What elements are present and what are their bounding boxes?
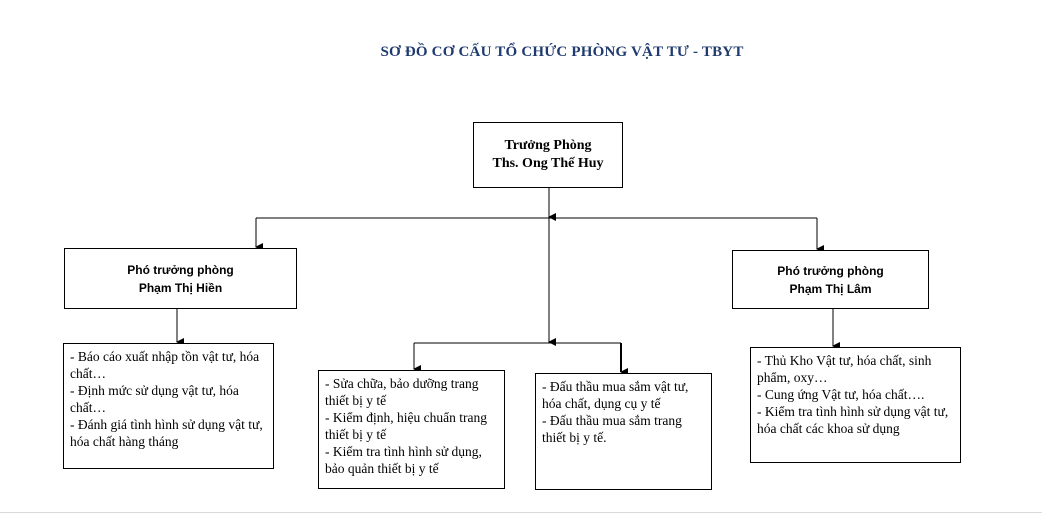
page-divider — [0, 512, 1042, 513]
duty-item: - Đánh giá tình hình sử dụng vật tư, hóa… — [70, 417, 263, 449]
head-box: Trưởng Phòng Ths. Ong Thế Huy — [473, 122, 623, 188]
deputy-right-name: Phạm Thị Lâm — [789, 281, 872, 296]
duty-item: - Định mức sử dụng vật tư, hóa chất… — [70, 383, 239, 415]
deputy-right-box: Phó trưởng phòng Phạm Thị Lâm — [732, 250, 929, 309]
deputy-right-role: Phó trưởng phòng — [777, 263, 884, 278]
diagram-title: SƠ ĐỒ CƠ CẤU TỔ CHỨC PHÒNG VẬT TƯ - TBYT — [380, 44, 744, 60]
duty-item: - Kiểm tra tình hình sử dụng, bảo quản t… — [325, 444, 482, 476]
head-name: Ths. Ong Thế Huy — [492, 156, 604, 171]
duty-item: - Thủ Kho Vật tư, hóa chất, sinh phẩm, o… — [757, 353, 932, 385]
duty-item: - Cung ứng Vật tư, hóa chất…. — [757, 387, 925, 402]
deputy-left-name: Phạm Thị Hiền — [138, 280, 223, 295]
deputy-left-role: Phó trưởng phòng — [127, 262, 234, 277]
duty-item: - Kiểm định, hiệu chuẩn trang thiết bị y… — [325, 410, 487, 442]
center-left-duties-box: - Sửa chữa, bảo dưỡng trang thiết bị y t… — [318, 370, 505, 489]
center-right-duties-box: - Đấu thầu mua sắm vật tư, hóa chất, dụn… — [535, 373, 712, 490]
deputy-right-duties-box: - Thủ Kho Vật tư, hóa chất, sinh phẩm, o… — [750, 347, 961, 463]
duty-item: - Sửa chữa, bảo dưỡng trang thiết bị y t… — [325, 376, 479, 408]
duty-item: - Đấu thầu mua sắm vật tư, hóa chất, dụn… — [542, 379, 689, 411]
deputy-left-box: Phó trưởng phòng Phạm Thị Hiền — [64, 248, 297, 309]
duty-item: - Báo cáo xuất nhập tồn vật tư, hóa chất… — [70, 349, 260, 381]
deputy-left-duties-box: - Báo cáo xuất nhập tồn vật tư, hóa chất… — [63, 343, 274, 469]
head-role: Trưởng Phòng — [504, 138, 592, 153]
duty-item: - Kiểm tra tình hình sử dụng vật tư, hóa… — [757, 404, 949, 436]
duty-item: - Đấu thầu mua sắm trang thiết bị y tế. — [542, 413, 682, 445]
